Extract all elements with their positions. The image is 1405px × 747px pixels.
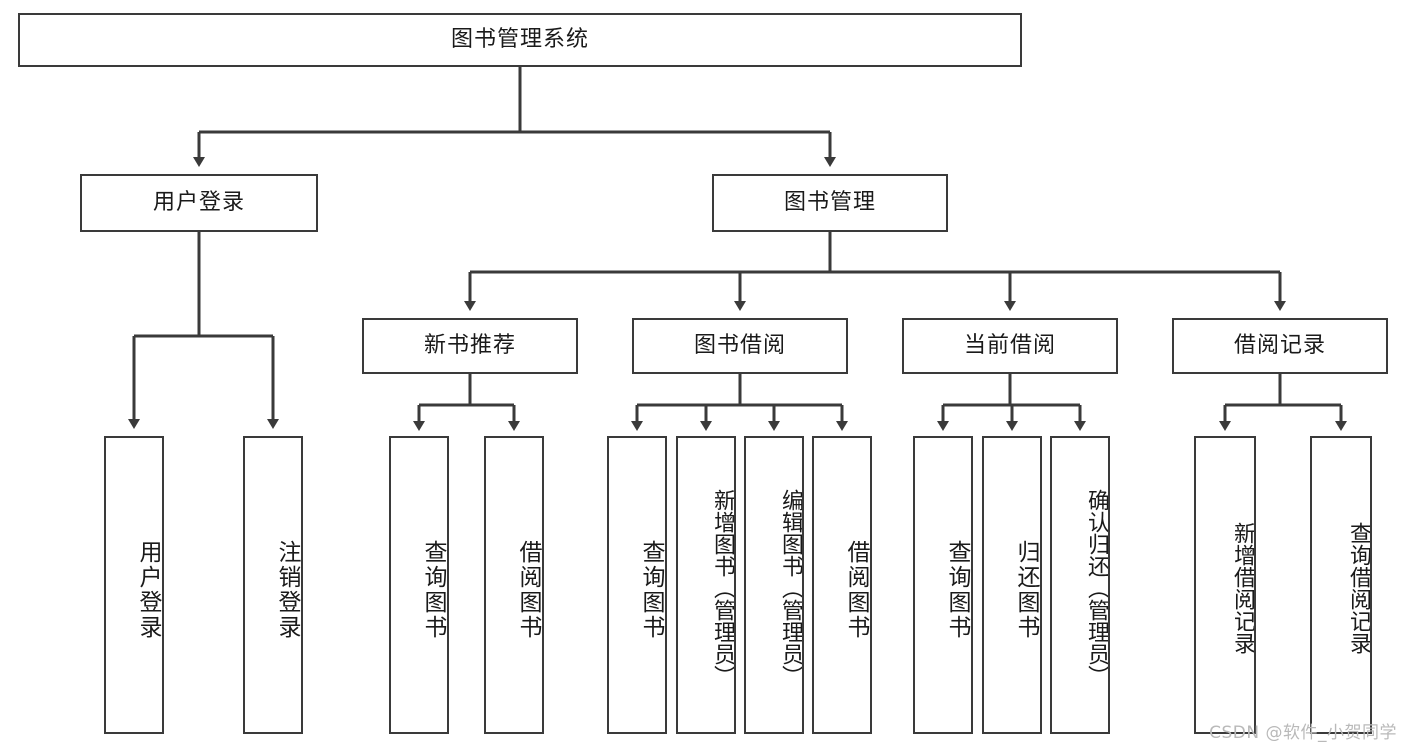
leaf-borrow-book[interactable]: 借阅图书 (812, 436, 872, 734)
node-book-borrow-label: 图书借阅 (693, 332, 786, 358)
node-root[interactable]: 图书管理系统 (18, 13, 1022, 67)
leaf-confirm-return-admin-label: 确认归还（管理员） (1084, 489, 1109, 687)
leaf-add-book-admin[interactable]: 新增图书（管理员） (676, 436, 736, 734)
leaf-user-login-label: 用户登录 (135, 540, 161, 640)
leaf-borrow-book-recommend-label: 借阅图书 (515, 540, 541, 640)
leaf-borrow-book-label: 借阅图书 (843, 540, 869, 640)
node-book-management-label: 图书管理 (783, 189, 876, 215)
node-book-borrow[interactable]: 图书借阅 (632, 318, 848, 374)
leaf-add-book-admin-label: 新增图书（管理员） (710, 489, 735, 687)
node-user-login[interactable]: 用户登录 (80, 174, 318, 232)
node-new-book-recommend[interactable]: 新书推荐 (362, 318, 578, 374)
node-new-book-recommend-label: 新书推荐 (423, 332, 516, 358)
leaf-query-book-recommend-label: 查询图书 (420, 540, 446, 640)
leaf-query-book-current-label: 查询图书 (944, 540, 970, 640)
leaf-logout-label: 注销登录 (274, 540, 300, 640)
leaf-query-book-borrow[interactable]: 查询图书 (607, 436, 667, 734)
leaf-logout[interactable]: 注销登录 (243, 436, 303, 734)
leaf-return-book-label: 归还图书 (1013, 540, 1039, 640)
node-current-borrow-label: 当前借阅 (963, 332, 1056, 358)
leaf-add-borrow-record-label: 新增借阅记录 (1230, 522, 1255, 654)
leaf-query-book-current[interactable]: 查询图书 (913, 436, 973, 734)
node-user-login-label: 用户登录 (152, 189, 245, 215)
leaf-query-borrow-record[interactable]: 查询借阅记录 (1310, 436, 1372, 734)
node-root-label: 图书管理系统 (450, 26, 589, 52)
node-book-management[interactable]: 图书管理 (712, 174, 948, 232)
leaf-query-borrow-record-label: 查询借阅记录 (1346, 522, 1371, 654)
node-borrow-records-label: 借阅记录 (1233, 332, 1326, 358)
leaf-add-borrow-record[interactable]: 新增借阅记录 (1194, 436, 1256, 734)
leaf-edit-book-admin[interactable]: 编辑图书（管理员） (744, 436, 804, 734)
leaf-user-login[interactable]: 用户登录 (104, 436, 164, 734)
leaf-borrow-book-recommend[interactable]: 借阅图书 (484, 436, 544, 734)
node-current-borrow[interactable]: 当前借阅 (902, 318, 1118, 374)
leaf-query-book-borrow-label: 查询图书 (638, 540, 664, 640)
leaf-return-book[interactable]: 归还图书 (982, 436, 1042, 734)
leaf-query-book-recommend[interactable]: 查询图书 (389, 436, 449, 734)
node-borrow-records[interactable]: 借阅记录 (1172, 318, 1388, 374)
leaf-edit-book-admin-label: 编辑图书（管理员） (778, 489, 803, 687)
leaf-confirm-return-admin[interactable]: 确认归还（管理员） (1050, 436, 1110, 734)
